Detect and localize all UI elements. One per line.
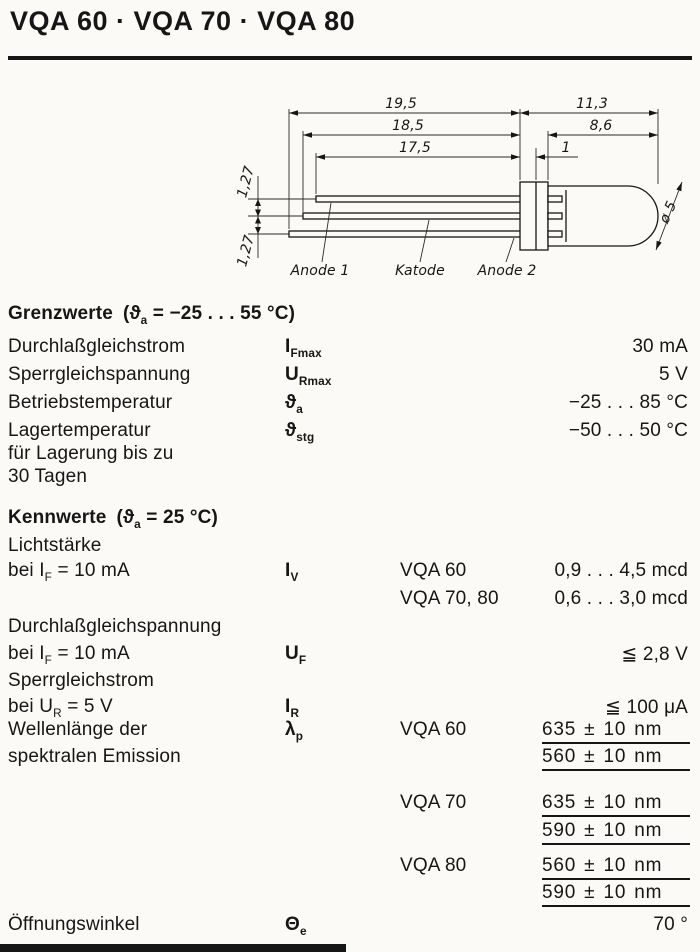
section-heading-grenzwerte: Grenzwerte(ϑa = −25 . . . 55 °C) [0, 303, 700, 329]
spec-condition: bei UR = 5 V [8, 696, 113, 720]
label-leader-lines [321, 202, 515, 263]
spec-label: Sperrgleichspannung [8, 364, 191, 385]
row-lichtstaerke-condition: bei IF = 10 mA IV VQA 60 0,9 . . . 4,5 m… [0, 560, 700, 586]
spec-condition: bei IF = 10 mA [8, 643, 130, 667]
dim-diameter: ø 5 [656, 199, 680, 227]
device-name: VQA 70 [400, 792, 467, 813]
spec-symbol: ϑa [285, 392, 303, 416]
page-title: VQA 60 · VQA 70 · VQA 80 [10, 6, 356, 36]
spec-label: Sperrgleichstrom [8, 670, 155, 691]
lead-anode1 [315, 195, 553, 203]
grenzwerte-heading: Grenzwerte(ϑa = −25 . . . 55 °C) [8, 303, 296, 327]
row-wellenlaenge-line2: spektralen Emission 560 ± 10 nm [0, 746, 700, 772]
dim-8-6: 8,6 [590, 118, 613, 134]
spec-symbol: IV [285, 560, 299, 584]
spec-value-underlined: 590 ± 10 nm [542, 820, 690, 845]
bottom-rule [0, 944, 346, 952]
spec-label: Öffnungswinkel [8, 914, 140, 935]
device-name: VQA 70, 80 [400, 588, 499, 609]
row-durchlassgleichspannung-condition: bei IF = 10 mA UF ≦ 2,8 V [0, 643, 700, 669]
spec-value: −25 . . . 85 °C [568, 392, 688, 413]
dim-11-3: 11,3 [576, 96, 608, 112]
spec-value-underlined: 635 ± 10 nm [542, 719, 690, 744]
row-wellenlaenge-vqa80-line2: 590 ± 10 nm [0, 882, 700, 908]
dim-1: 1 [561, 140, 570, 156]
spec-symbol: IR [285, 696, 300, 720]
led-package-outline [288, 181, 659, 251]
dim-18-5: 18,5 [392, 118, 424, 134]
row-wellenlaenge-vqa70-line1: VQA 70 635 ± 10 nm [0, 792, 700, 818]
section-heading-kennwerte: Kennwerte(ϑa = 25 °C) [0, 507, 700, 533]
lead-anode2 [288, 230, 553, 238]
lead-katode [302, 212, 553, 220]
row-wellenlaenge-vqa70-line2: 590 ± 10 nm [0, 820, 700, 846]
row-betriebstemperatur: Betriebstemperatur ϑa −25 . . . 85 °C [0, 392, 700, 418]
spec-label: Lichtstärke [8, 535, 102, 556]
spec-label: für Lagerung bis zu [8, 443, 174, 464]
grenzwerte-condition: (ϑa = −25 . . . 55 °C) [122, 303, 296, 327]
pin-label-katode: Katode [395, 263, 445, 279]
pin-label-anode2: Anode 2 [477, 263, 537, 279]
kennwerte-condition: (ϑa = 25 °C) [116, 507, 218, 531]
spec-value-underlined: 560 ± 10 nm [542, 746, 690, 771]
extension-lines [248, 109, 659, 235]
row-lagertemperatur-line3: 30 Tagen [0, 466, 700, 492]
device-name: VQA 80 [400, 855, 467, 876]
row-oeffnungswinkel: Öffnungswinkel Θe 70 ° [0, 914, 700, 940]
row-wellenlaenge-vqa80-line1: VQA 80 560 ± 10 nm [0, 855, 700, 881]
spec-symbol: URmax [285, 364, 332, 388]
spec-value: ≦ 100 μA [605, 697, 688, 718]
spec-value-underlined: 590 ± 10 nm [542, 882, 690, 907]
spec-value-underlined: 635 ± 10 nm [542, 792, 690, 817]
spec-value-underlined: 560 ± 10 nm [542, 855, 690, 880]
dim-pitch-bottom: 1,27 [234, 234, 258, 269]
spec-condition: bei IF = 10 mA [8, 560, 130, 584]
dim-pitch-top: 1,27 [234, 165, 258, 200]
spec-value: 70 ° [653, 914, 688, 935]
spec-label: Betriebstemperatur [8, 392, 173, 413]
spec-label: spektralen Emission [8, 746, 181, 767]
spec-value: ≦ 2,8 V [621, 644, 688, 665]
spec-symbol: Θe [285, 914, 307, 938]
spec-symbol: ϑstg [285, 420, 315, 444]
spec-label: Durchlaßgleichspannung [8, 616, 222, 637]
dim-17-5: 17,5 [399, 140, 431, 156]
spec-value: −50 . . . 50 °C [568, 420, 688, 441]
row-lagertemperatur: Lagertemperatur ϑstg −50 . . . 50 °C [0, 420, 700, 446]
row-durchlassgleichspannung: Durchlaßgleichspannung [0, 616, 700, 642]
kennwerte-heading: Kennwerte(ϑa = 25 °C) [8, 507, 218, 531]
spec-symbol: λp [285, 719, 304, 743]
row-sperrgleichstrom-condition: bei UR = 5 V IR ≦ 100 μA [0, 696, 700, 722]
spec-label: Lagertemperatur [8, 420, 151, 441]
pin-label-anode1: Anode 1 [290, 263, 350, 279]
row-sperrgleichspannung: Sperrgleichspannung URmax 5 V [0, 364, 700, 390]
package-drawing: 19,5 11,3 18,5 8,6 17,5 1 1,27 1,27 ø 5 … [234, 96, 683, 279]
row-lichtstaerke: Lichtstärke [0, 535, 700, 561]
spec-symbol: IFmax [285, 336, 322, 360]
spec-value: 5 V [659, 364, 688, 385]
pitch-dim-arrows [255, 199, 261, 234]
row-lagertemperatur-line2: für Lagerung bis zu [0, 443, 700, 469]
spec-value: 0,6 . . . 3,0 mcd [554, 588, 688, 609]
spec-label: 30 Tagen [8, 466, 88, 487]
spec-label: Wellenlänge der [8, 719, 148, 740]
row-wellenlaenge: Wellenlänge der λp VQA 60 635 ± 10 nm [0, 719, 700, 745]
dim-19-5: 19,5 [385, 96, 417, 112]
row-durchlassgleichstrom: Durchlaßgleichstrom IFmax 30 mA [0, 336, 700, 362]
row-sperrgleichstrom: Sperrgleichstrom [0, 670, 700, 696]
row-lichtstaerke-entry2: VQA 70, 80 0,6 . . . 3,0 mcd [0, 588, 700, 614]
spec-value: 30 mA [632, 336, 688, 357]
device-name: VQA 60 [400, 560, 467, 581]
title-rule [8, 56, 692, 60]
flange [519, 181, 549, 251]
dome [547, 185, 659, 247]
device-name: VQA 60 [400, 719, 467, 740]
spec-label: Durchlaßgleichstrom [8, 336, 186, 357]
spec-value: 0,9 . . . 4,5 mcd [554, 560, 688, 581]
spec-symbol: UF [285, 643, 307, 667]
